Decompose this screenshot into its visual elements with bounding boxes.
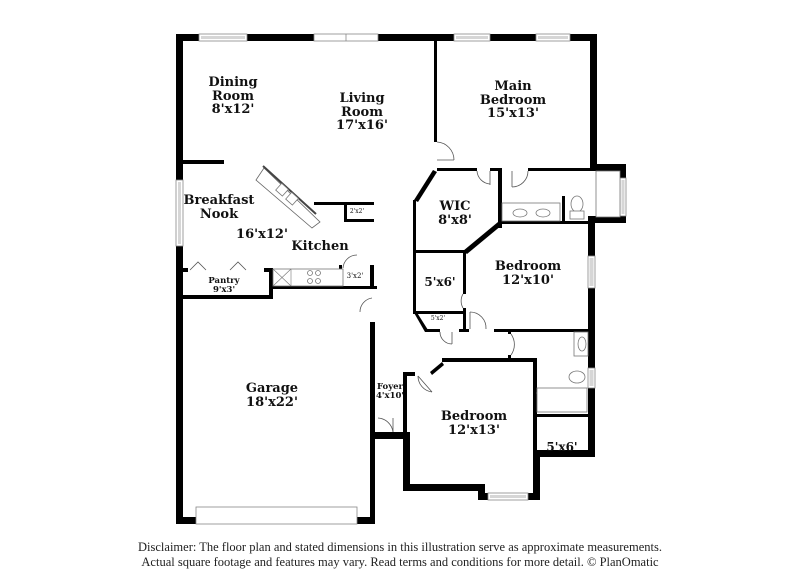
- room-label-kitchen: Kitchen: [291, 240, 348, 254]
- room-dimensions: 5'x2': [430, 315, 446, 322]
- room-label-foyer: Foyer 4'x10': [376, 383, 404, 401]
- room-name: Room: [212, 88, 254, 104]
- room-dimensions: 8'x12': [211, 102, 255, 118]
- room-dimensions: 12'x13': [448, 422, 500, 438]
- room-label-bedroom-2: Bedroom 12'x10': [495, 260, 561, 287]
- room-dimensions: 12'x10': [502, 272, 554, 288]
- room-name: Living: [339, 91, 385, 106]
- room-name: Foyer: [376, 382, 404, 392]
- room-dimensions: 5'x6': [546, 440, 578, 454]
- room-label-bedroom-3: Bedroom 12'x13': [441, 410, 507, 437]
- room-label-dining: Dining Room 8'x12': [208, 76, 257, 117]
- room-dimensions-breakfast-kitchen: 16'x12': [236, 228, 288, 242]
- room-name: Dining: [208, 75, 258, 90]
- room-dimensions: 9'x3': [212, 284, 236, 295]
- room-label-pantry: Pantry 9'x3': [208, 277, 239, 295]
- room-label-closet-3x2: 3'x2': [346, 272, 364, 280]
- room-dimensions: 8'x8': [438, 212, 472, 228]
- room-name: Pantry: [208, 276, 240, 286]
- room-label-closet-5x6-a: 5'x6': [424, 276, 455, 289]
- room-name: Garage: [245, 381, 299, 396]
- disclaimer-line-2: Actual square footage and features may v…: [141, 555, 659, 569]
- room-dimensions: 15'x13': [487, 106, 539, 122]
- room-dimensions: 18'x22': [246, 394, 298, 410]
- fixtures: [272, 170, 621, 413]
- room-dimensions: 5'x6': [424, 275, 456, 289]
- room-dimensions: 3'x2': [346, 272, 364, 280]
- windows: [175, 33, 627, 525]
- room-name: Room: [341, 104, 383, 120]
- room-label-living: Living Room 17'x16': [336, 92, 388, 133]
- room-label-closet-5x6-b: 5'x6': [546, 441, 577, 454]
- room-name: Kitchen: [291, 239, 349, 254]
- room-dimensions: 17'x16': [336, 118, 388, 134]
- room-label-garage: Garage 18'x22': [246, 382, 298, 409]
- room-name: Bedroom: [440, 409, 508, 424]
- room-name: Breakfast: [183, 193, 255, 208]
- room-label-main-bedroom: Main Bedroom 15'x13': [480, 80, 546, 121]
- room-label-closet-5x2: 5'x2': [430, 315, 446, 322]
- room-name: WIC: [439, 199, 471, 214]
- room-dimensions: 2'x2': [349, 208, 365, 215]
- room-label-breakfast-nook: Breakfast Nook: [184, 194, 255, 221]
- room-label-wic: WIC 8'x8': [438, 200, 472, 227]
- room-name: Bedroom: [479, 92, 547, 108]
- disclaimer: Disclaimer: The floor plan and stated di…: [0, 540, 800, 570]
- room-dimensions: 4'x10': [375, 390, 405, 401]
- room-label-closet-2x2: 2'x2': [349, 208, 365, 215]
- room-name: Nook: [199, 206, 239, 222]
- room-name: Main: [494, 79, 532, 94]
- room-name: Bedroom: [494, 259, 562, 274]
- disclaimer-line-1: Disclaimer: The floor plan and stated di…: [138, 540, 662, 554]
- room-dimensions: 16'x12': [236, 227, 288, 242]
